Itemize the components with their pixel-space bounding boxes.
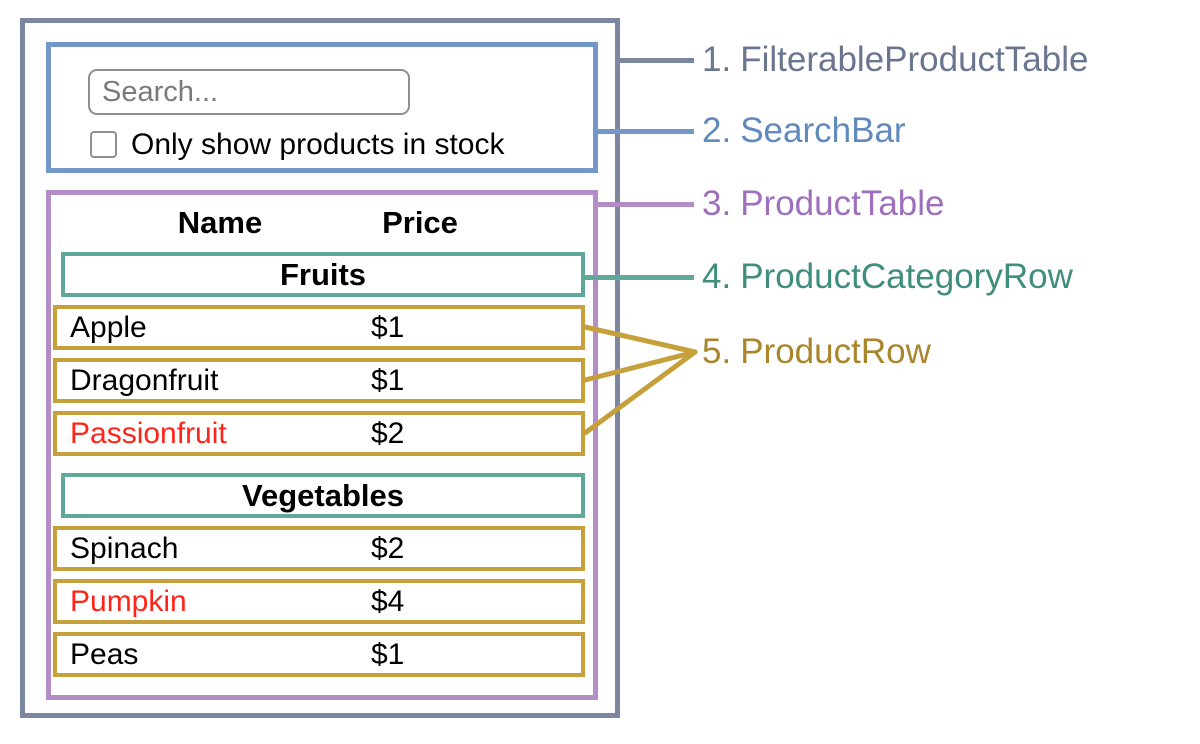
legend-search-bar: 2.SearchBar: [702, 109, 906, 153]
category-label: Fruits: [279, 256, 367, 292]
product-name: Dragonfruit: [70, 363, 219, 397]
product-row-pumpkin: Pumpkin $4: [53, 579, 585, 624]
product-row-apple: Apple $1: [53, 305, 585, 350]
connector-line-product-table: [598, 202, 694, 207]
legend-name: ProductTable: [740, 184, 945, 223]
legend-number: 3.: [702, 184, 732, 223]
product-name-out-of-stock: Pumpkin: [70, 584, 187, 618]
category-row-fruits: Fruits: [61, 252, 585, 297]
legend-number: 5.: [702, 332, 732, 371]
product-row-dragonfruit: Dragonfruit $1: [53, 358, 585, 403]
legend-name: ProductRow: [740, 332, 931, 371]
legend-product-category-row: 4.ProductCategoryRow: [702, 255, 1073, 299]
product-table-box: [46, 190, 598, 700]
product-row-peas: Peas $1: [53, 632, 585, 677]
search-bar-box: [46, 42, 598, 173]
connector-line-product-category-row: [585, 275, 694, 280]
category-label: Vegetables: [242, 477, 404, 513]
legend-number: 2.: [702, 111, 732, 150]
filterable-product-table-box: [20, 18, 620, 718]
product-price: $2: [371, 531, 405, 565]
connector-lines-product-row: [582, 324, 698, 436]
product-name: Apple: [70, 310, 147, 344]
column-header-price: Price: [382, 205, 458, 240]
legend-name: ProductCategoryRow: [740, 257, 1073, 296]
legend-product-row: 5.ProductRow: [702, 330, 931, 374]
legend-number: 1.: [702, 40, 732, 79]
legend-product-table: 3.ProductTable: [702, 182, 945, 226]
legend-name: FilterableProductTable: [740, 40, 1089, 79]
product-price: $1: [371, 363, 405, 397]
in-stock-checkbox-label: Only show products in stock: [131, 128, 505, 161]
product-name-out-of-stock: Passionfruit: [70, 416, 227, 450]
product-price: $2: [371, 416, 405, 450]
category-row-vegetables: Vegetables: [61, 473, 585, 518]
product-name: Peas: [70, 637, 139, 671]
connector-line-filterable-product-table: [620, 58, 694, 63]
product-price: $1: [371, 637, 405, 671]
product-row-spinach: Spinach $2: [53, 526, 585, 571]
legend-name: SearchBar: [740, 111, 906, 150]
product-row-passionfruit: Passionfruit $2: [53, 411, 585, 456]
product-name: Spinach: [70, 531, 179, 565]
product-price: $1: [371, 310, 405, 344]
legend-filterable-product-table: 1.FilterableProductTable: [702, 38, 1088, 82]
in-stock-checkbox[interactable]: [90, 131, 117, 158]
legend-number: 4.: [702, 257, 732, 296]
connector-line-search-bar: [598, 129, 694, 134]
product-price: $4: [371, 584, 405, 618]
column-header-name: Name: [177, 205, 263, 240]
search-input[interactable]: [88, 69, 410, 115]
